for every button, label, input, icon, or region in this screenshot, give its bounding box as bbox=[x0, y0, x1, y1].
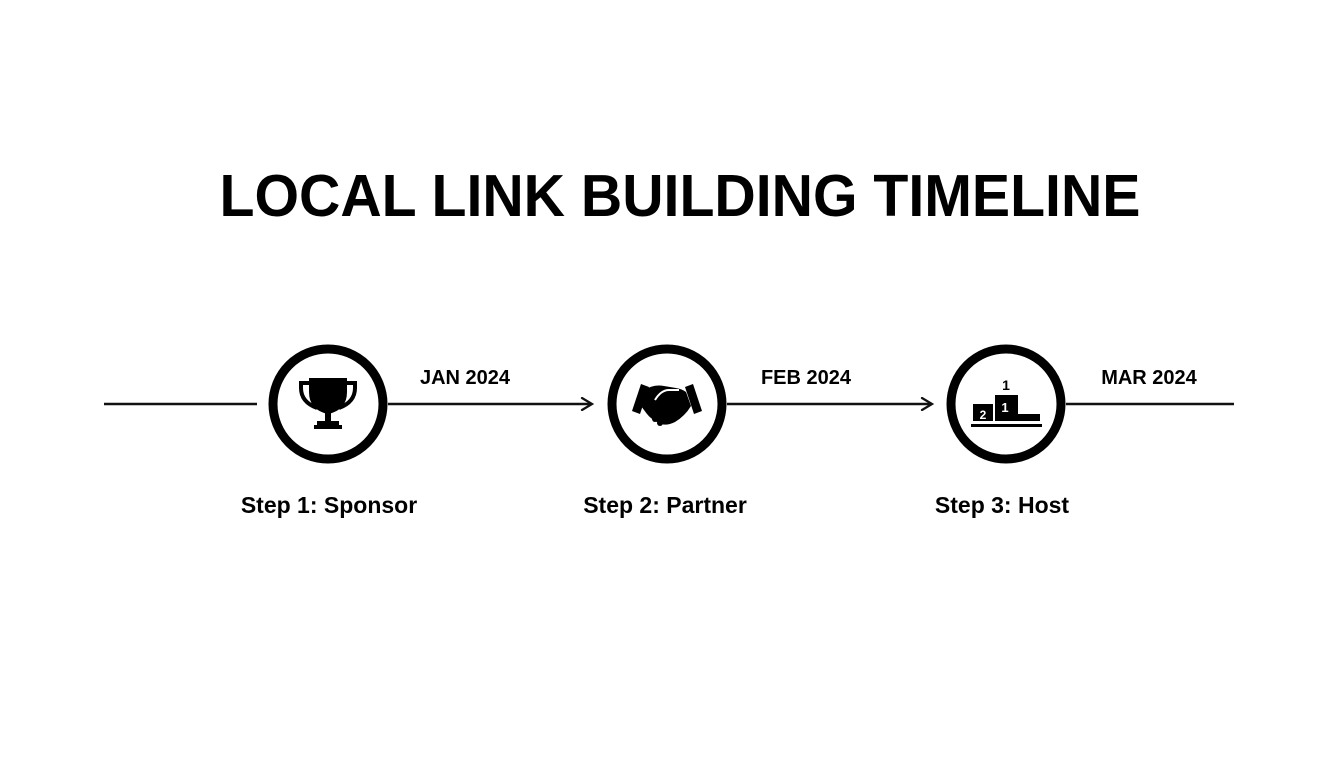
podium-first-label: 1 bbox=[1001, 400, 1008, 415]
handshake-icon bbox=[632, 384, 702, 426]
podium-second-label: 2 bbox=[980, 408, 987, 422]
step-2-date: FEB 2024 bbox=[760, 367, 852, 389]
podium-top-label: 1 bbox=[1002, 377, 1010, 393]
page-title: LOCAL LINK BUILDING TIMELINE bbox=[219, 163, 1141, 229]
step-1-date: JAN 2024 bbox=[419, 367, 511, 389]
podium-icon: 1 1 2 bbox=[971, 377, 1042, 427]
step-1-label: Step 1: Sponsor bbox=[240, 492, 418, 518]
step-2-label: Step 2: Partner bbox=[583, 492, 747, 518]
step-3-node: 1 1 2 bbox=[946, 344, 1066, 464]
step-3-date: MAR 2024 bbox=[1101, 367, 1197, 389]
trophy-icon bbox=[299, 378, 357, 429]
step-2-node bbox=[607, 344, 727, 464]
step-1-node bbox=[268, 344, 388, 464]
step-3-label: Step 3: Host bbox=[934, 492, 1070, 518]
